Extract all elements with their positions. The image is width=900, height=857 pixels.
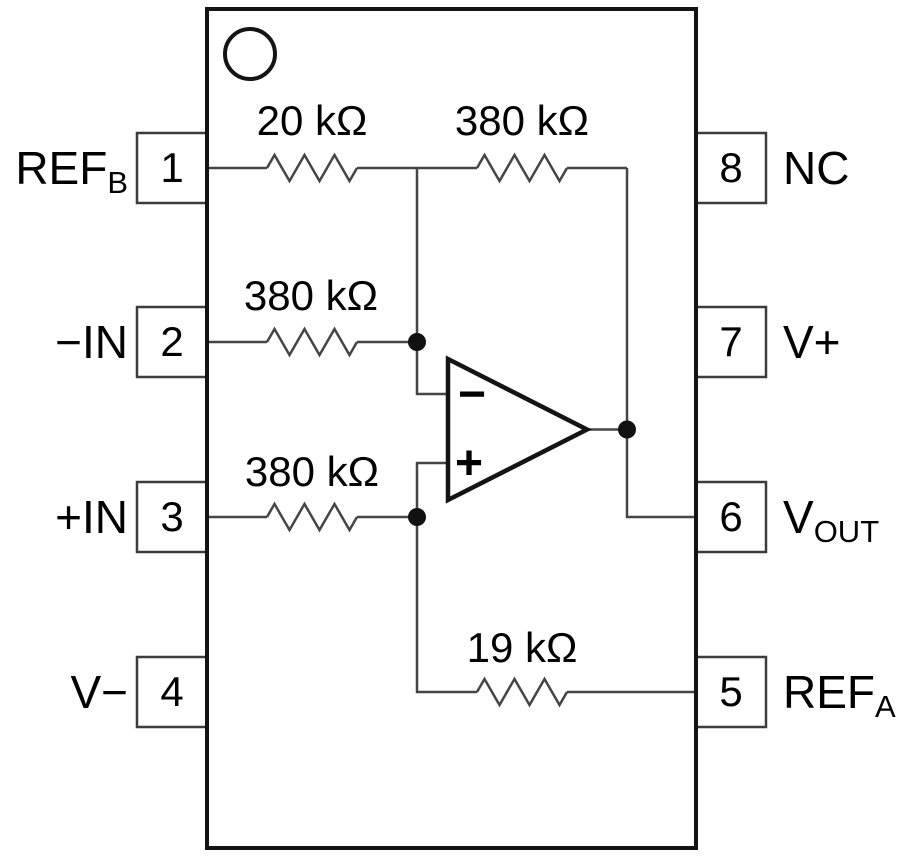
resistor-20k-label: 20 kΩ — [256, 97, 368, 144]
wire-node-to-r19k — [415, 517, 477, 694]
pin-label-vout-text: V — [783, 491, 814, 543]
output-node-dot — [618, 420, 636, 439]
resistor-19k-symbol — [475, 676, 569, 708]
pin-3-box — [135, 480, 209, 554]
wires — [207, 166, 697, 694]
pin-label-vout: VOUT — [783, 489, 900, 560]
pin-4-number: 4 — [160, 668, 184, 715]
resistor-380k-low-symbol — [265, 501, 359, 533]
pin-label-vout-subscript: OUT — [813, 514, 880, 549]
noninverting-node-dot — [408, 508, 426, 526]
resistor-380k-mid-symbol — [265, 326, 359, 358]
pin-2-number: 2 — [160, 318, 184, 365]
wire-output-to-pin6 — [625, 429, 697, 519]
resistor-380k-top-label: 380 kΩ — [454, 97, 590, 144]
pin-label-refa-subscript: A — [875, 689, 896, 724]
pin-label-refa: REFA — [783, 664, 900, 735]
pin-7-number: 7 — [719, 318, 743, 365]
ic-body-outline — [205, 7, 698, 850]
pin1-indicator-circle — [223, 27, 277, 81]
pin-label-v-plus-text: V+ — [783, 316, 841, 368]
pin-label-neg-in: −IN — [0, 314, 128, 385]
pin-8-number: 8 — [719, 144, 743, 191]
pin-label-neg-in-text: −IN — [55, 316, 128, 368]
resistor-19k-label: 19 kΩ — [466, 624, 578, 671]
wire-node-to-inverting-input — [415, 342, 448, 396]
resistor-20k-symbol — [265, 152, 359, 184]
pin-label-refb-text: REF — [15, 142, 108, 194]
opamp-inverting-sign: − — [457, 368, 487, 421]
pin-6-box — [694, 480, 768, 554]
wire-node-to-noninverting-input — [415, 461, 448, 517]
pin-label-pos-in: +IN — [0, 489, 128, 560]
pin-label-v-plus: V+ — [783, 314, 900, 385]
pin-3-number: 3 — [160, 493, 184, 540]
resistor-380k-mid-label: 380 kΩ — [243, 272, 379, 319]
pin-5-number: 5 — [719, 668, 743, 715]
pin-label-pos-in-text: +IN — [55, 491, 128, 543]
pin-boxes — [135, 131, 768, 729]
pin-label-refb: REFB — [0, 140, 128, 211]
pin-1-number: 1 — [160, 144, 184, 191]
pin-label-refb-subscript: B — [107, 165, 128, 200]
junction-dots — [408, 333, 636, 526]
resistor-380k-low-label: 380 kΩ — [244, 448, 380, 495]
pin-6-number: 6 — [719, 493, 743, 540]
pin-label-v-minus: V− — [0, 664, 128, 735]
inverting-node-dot — [408, 333, 426, 351]
resistor-symbols — [265, 152, 569, 708]
pin-label-nc: NC — [783, 140, 900, 211]
pin-8-box — [694, 131, 768, 205]
pin-2-box — [135, 305, 209, 379]
pin-label-refa-text: REF — [783, 666, 875, 718]
pin-label-v-minus-text: V− — [70, 666, 128, 718]
opamp-noninverting-sign: + — [454, 437, 484, 490]
resistor-380k-top-symbol — [475, 152, 569, 184]
pin-label-nc-text: NC — [783, 142, 850, 194]
opamp-triangle — [445, 355, 592, 504]
pin-1-box — [135, 131, 209, 205]
